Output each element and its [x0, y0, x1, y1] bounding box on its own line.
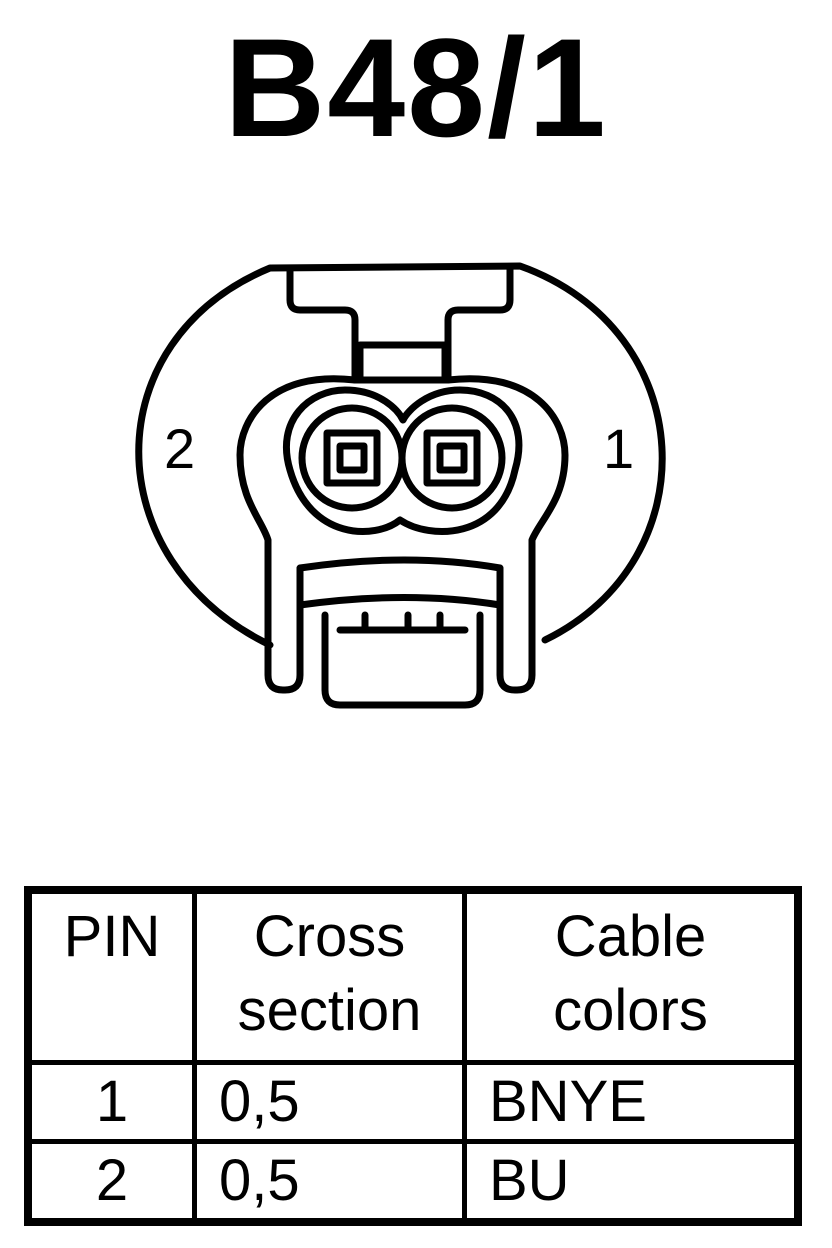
connector-title: B48/1	[224, 9, 608, 166]
lower-tab	[321, 611, 484, 709]
pin-cell: 2	[25, 1139, 197, 1225]
header-cross-section: Cross section	[192, 887, 467, 1065]
pin-label-2: 2	[164, 417, 195, 480]
cross-section-cell: 0,5	[192, 1060, 467, 1144]
pin-2-terminal-inner	[336, 442, 368, 474]
header-cable-colors: Cable colors	[462, 887, 801, 1065]
pin-assignment-table: PIN Cross section Cable colors 1 0,5 BNY…	[24, 886, 802, 1226]
table-row: 1 0,5 BNYE	[25, 1060, 801, 1144]
insert-body	[236, 375, 569, 694]
pin-cell: 1	[25, 1060, 197, 1144]
cable-color-cell: BNYE	[462, 1060, 801, 1144]
pin-1-terminal-outer	[423, 429, 481, 487]
pin-2-socket	[298, 404, 406, 512]
pin-1-terminal-inner	[436, 442, 468, 474]
pin-2-terminal-outer	[323, 429, 381, 487]
cavity-outline	[282, 386, 523, 535]
table-row: 2 0,5 BU	[25, 1139, 801, 1225]
housing-outline	[135, 262, 666, 649]
top-latch	[286, 264, 514, 384]
header-pin: PIN	[25, 887, 197, 1065]
cable-color-cell: BU	[462, 1139, 801, 1225]
cross-section-cell: 0,5	[192, 1139, 467, 1225]
table-header-row: PIN Cross section Cable colors	[25, 887, 801, 1065]
pin-label-1: 1	[603, 417, 634, 480]
latch-window	[356, 341, 449, 384]
tab-ribs	[336, 611, 469, 634]
lower-seat	[296, 594, 504, 609]
pin-1-socket	[398, 404, 506, 512]
